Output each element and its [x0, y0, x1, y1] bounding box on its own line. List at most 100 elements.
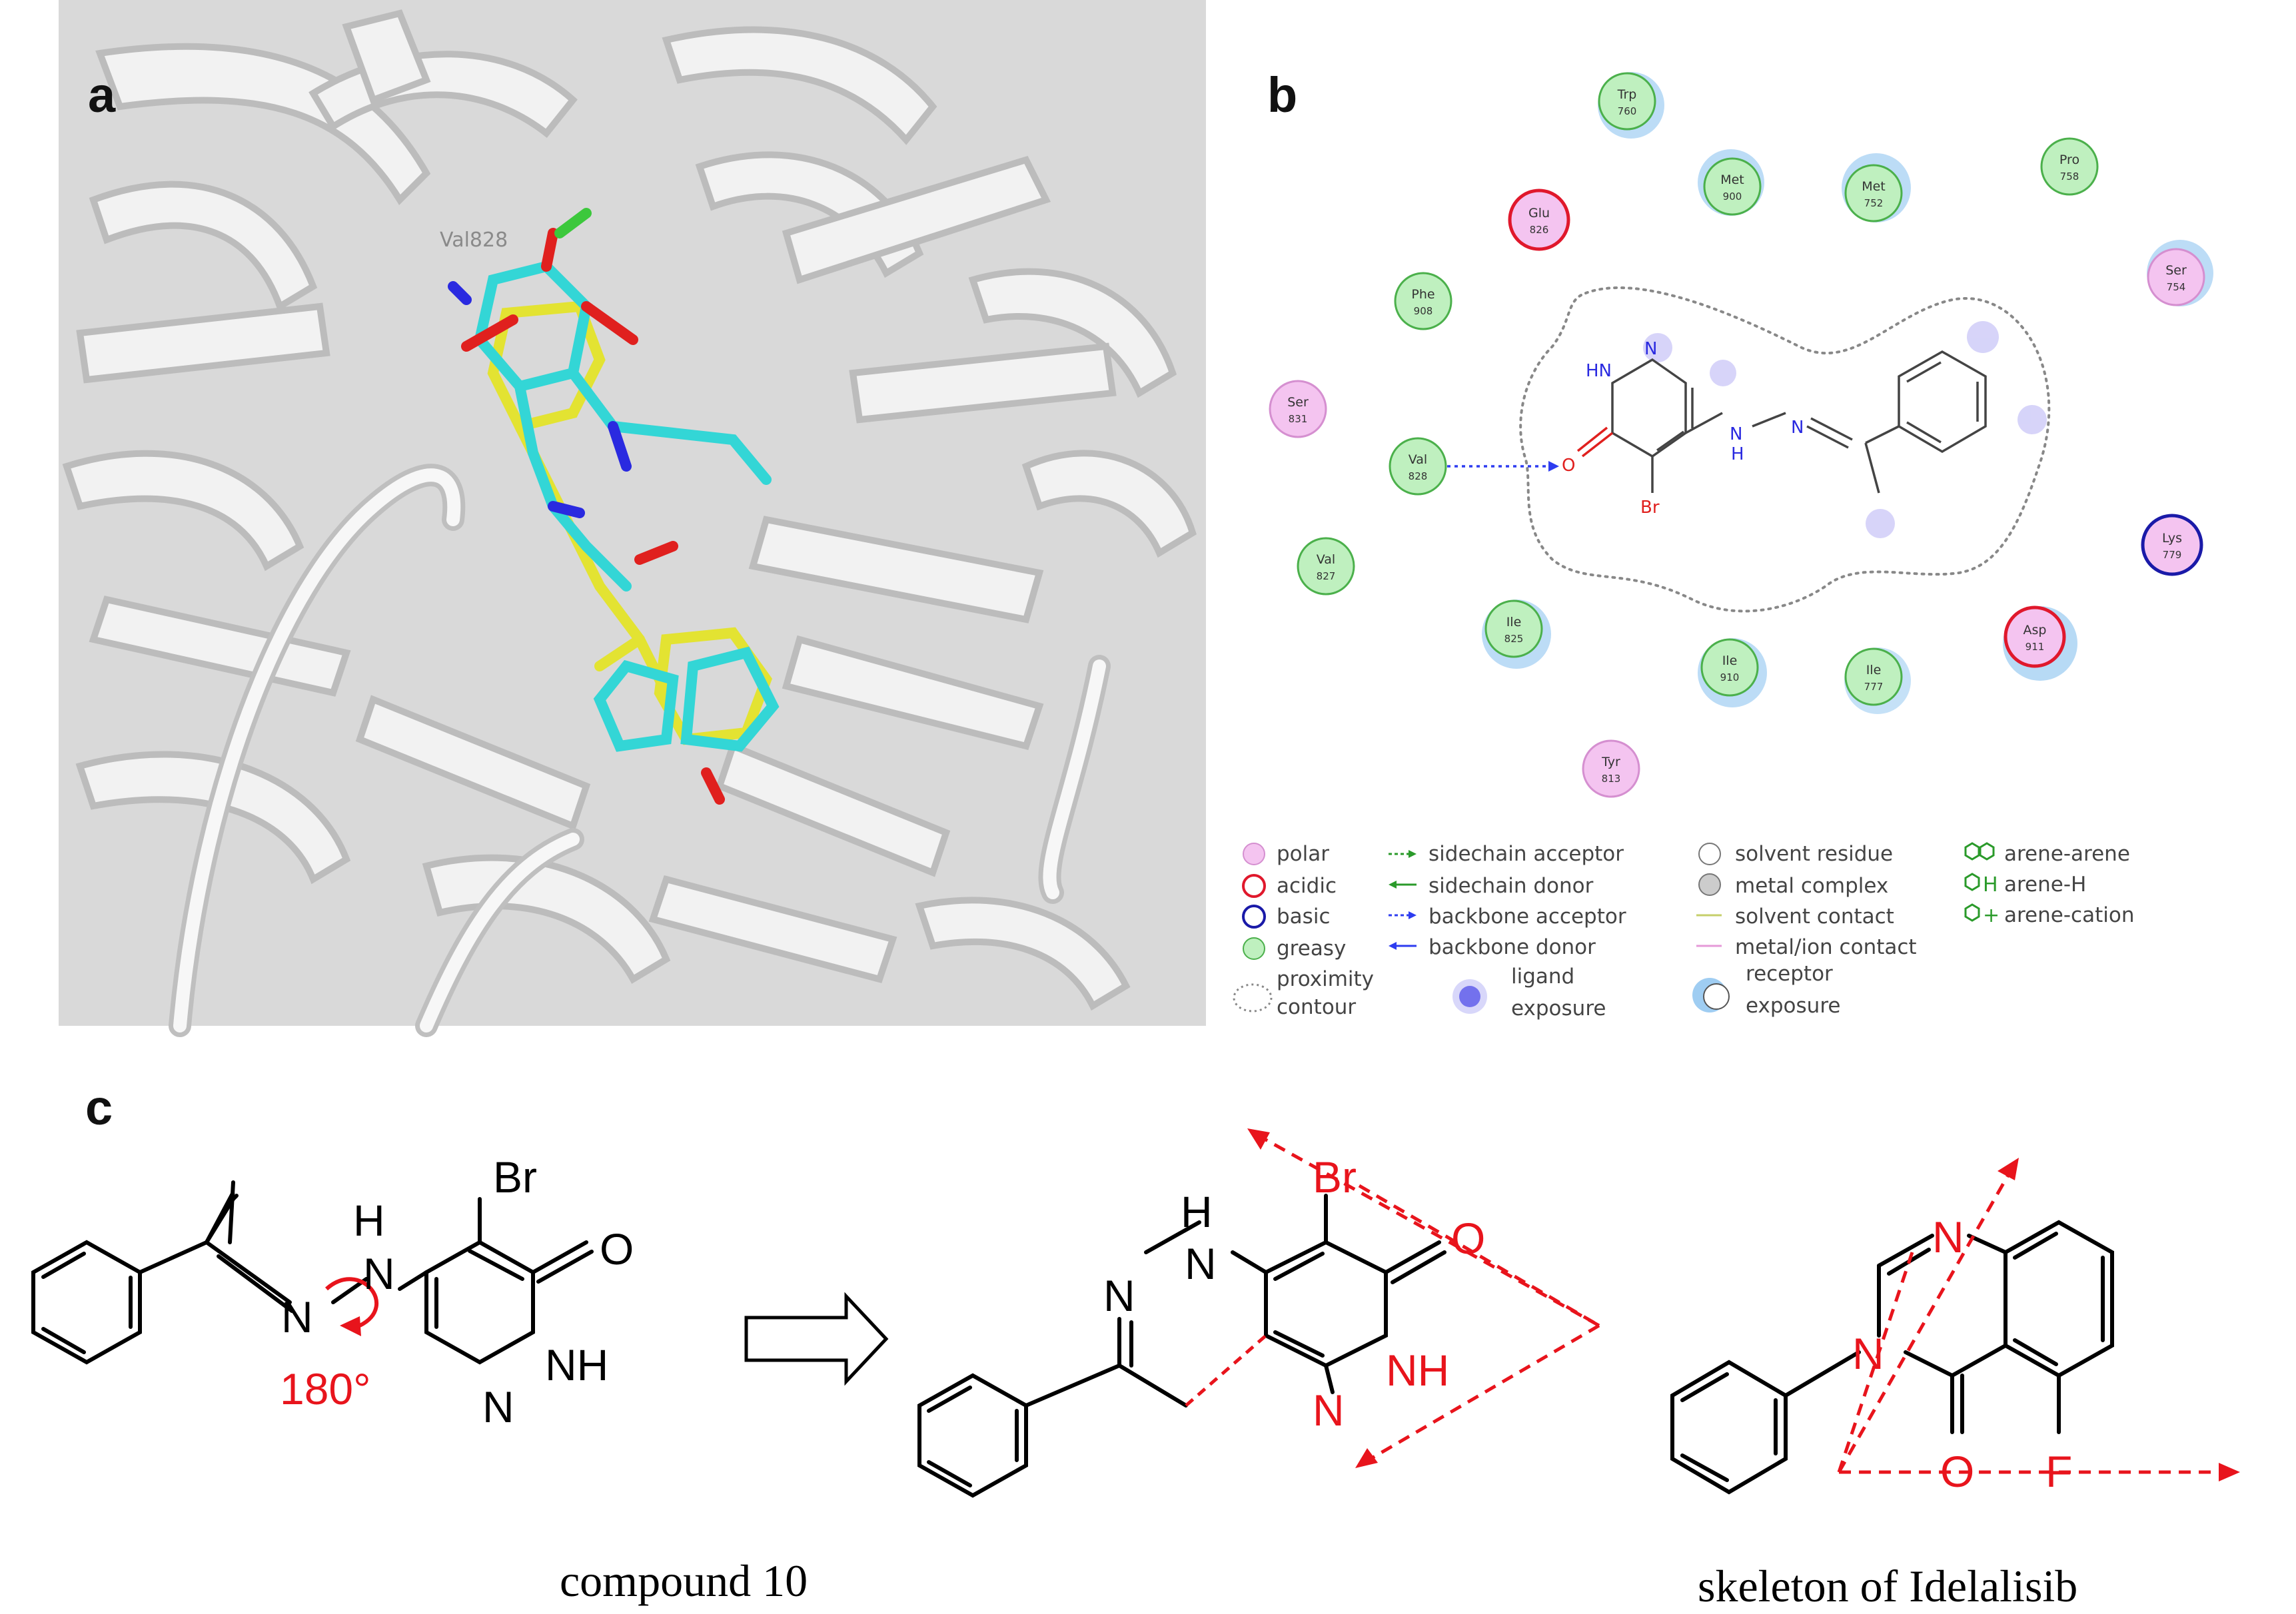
legend-swatch-polar	[1243, 843, 1265, 865]
residue-number: 813	[1602, 773, 1621, 785]
ligand-atom-labels: HN N O Br N N H	[1562, 339, 1804, 518]
legend-label: contour	[1277, 995, 1356, 1019]
heteroatom-sticks	[448, 208, 725, 805]
residue-number: 758	[2060, 171, 2079, 183]
residue-ile910: Ile 910	[1698, 638, 1767, 707]
legend-label: exposure	[1746, 994, 1840, 1018]
legend-swatch-acidic	[1242, 874, 1266, 898]
residue-name: Trp	[1617, 87, 1637, 102]
atom-n-hydrazone: N	[363, 1249, 395, 1298]
legend-swatch-proximity	[1233, 983, 1273, 1012]
ligand-atom-o: O	[1562, 456, 1575, 476]
residue-number: 826	[1530, 224, 1549, 236]
legend-arene-glyphs	[1964, 842, 1995, 922]
residue-val827: Val 827	[1297, 537, 1355, 596]
protein-coil-highlight	[173, 468, 1106, 1032]
pharmacophore-vectors-cyclized	[1251, 1130, 1600, 1467]
residue-label-val828: Val828	[440, 228, 508, 252]
legend-swatch-solvent-residue	[1698, 843, 1721, 865]
residue-number: 911	[2025, 641, 2045, 653]
ligand-atom-nh: N	[1730, 424, 1742, 444]
legend-label: backbone donor	[1429, 935, 1596, 959]
legend-label: basic	[1277, 905, 1330, 929]
rotation-angle-label: 180°	[280, 1364, 371, 1413]
atom-n: N	[482, 1382, 514, 1431]
vector-arrowhead	[1247, 1128, 1270, 1150]
residue-discs: Trp 760 Met 900 Met 752 Pro 758	[1269, 72, 2213, 798]
rotation-arrow-icon	[324, 1277, 379, 1336]
residue-name: Val	[1317, 552, 1335, 567]
vector-arrowhead	[2219, 1463, 2240, 1481]
residue-ser831: Ser 831	[1269, 380, 1327, 438]
residue-number: 831	[1289, 413, 1308, 425]
atom-br: Br	[493, 1152, 537, 1202]
panel-a: Val828 a	[59, 0, 1206, 1037]
legend-label: solvent contact	[1735, 905, 1894, 929]
ligand-atom-h: H	[1731, 444, 1744, 464]
residue-name: Lys	[2162, 531, 2182, 546]
cyclized-compound-atoms: H N N Br O NH N	[1103, 1152, 1485, 1435]
residue-ile777: Ile 777	[1844, 647, 1911, 714]
atom-o: O	[1451, 1214, 1485, 1263]
residue-number: 760	[1618, 105, 1637, 117]
residue-name: Ser	[2165, 263, 2187, 278]
legend-swatch-metal-complex	[1698, 873, 1721, 896]
legend-label: acidic	[1277, 874, 1337, 898]
compound-10-atoms: Br H N N O NH N 180°	[280, 1152, 634, 1431]
atom-h: H	[1181, 1187, 1213, 1236]
legend-swatch-basic	[1242, 905, 1266, 929]
backbone-acceptor-hbond	[1447, 461, 1559, 472]
ligand-exposure-blobs	[1643, 321, 2047, 538]
legend-glyph-h: H	[1983, 873, 1998, 897]
panel-label-c: c	[85, 1080, 113, 1135]
ligand-atom-n: N	[1644, 339, 1657, 359]
residue-name: Glu	[1528, 206, 1550, 220]
protein-ribbon-render	[62, 9, 1197, 1011]
residue-name: Tyr	[1601, 755, 1620, 769]
ligand-atom-n-imine: N	[1791, 418, 1804, 438]
legend-label: solvent residue	[1735, 842, 1893, 866]
vector-arrowhead	[1998, 1158, 2019, 1180]
atom-n: N	[1313, 1386, 1345, 1435]
legend-glyph-plus: +	[1983, 904, 2000, 927]
residue-asp911: Asp 911	[2003, 605, 2077, 681]
residue-ile825: Ile 825	[1482, 600, 1551, 669]
residue-val828: Val 828	[1389, 437, 1447, 496]
legend-label: metal/ion contact	[1735, 935, 1917, 959]
residue-trp760: Trp 760	[1598, 72, 1664, 139]
legend-label: proximity	[1277, 967, 1374, 991]
legend-label: exposure	[1511, 997, 1606, 1020]
panel-b: b	[1233, 67, 2213, 1020]
compound-10-structure	[31, 1180, 594, 1365]
residue-name: Ile	[1506, 615, 1522, 629]
residue-number: 825	[1504, 633, 1524, 645]
vector-arrowhead	[1355, 1448, 1378, 1468]
legend-label: backbone acceptor	[1429, 905, 1626, 929]
panel-label-b: b	[1267, 67, 1297, 123]
new-bond-dashed	[1185, 1334, 1267, 1407]
residue-glu826: Glu 826	[1508, 189, 1570, 251]
ligand-2d-structure	[1576, 350, 1987, 494]
residue-name: Asp	[2023, 623, 2047, 637]
residue-met752: Met 752	[1842, 153, 1911, 222]
legend-swatch-greasy	[1243, 937, 1265, 960]
residue-name: Ile	[1722, 653, 1738, 668]
atom-n: N	[1185, 1239, 1217, 1288]
legend-label: greasy	[1277, 937, 1346, 961]
panel-c: c	[31, 1080, 2240, 1611]
atom-o: O	[600, 1224, 634, 1274]
residue-tyr813: Tyr 813	[1582, 739, 1640, 798]
panel-label-a: a	[88, 67, 116, 123]
idelalisib-caption: skeleton of Idelalisib	[1698, 1561, 2077, 1611]
residue-number: 910	[1720, 671, 1740, 683]
residue-name: Ile	[1866, 663, 1882, 677]
legend-label: sidechain acceptor	[1429, 842, 1624, 866]
methyl-bond	[205, 1191, 235, 1244]
residue-ser754: Ser 754	[2147, 240, 2213, 306]
legend-label: receptor	[1746, 962, 1833, 986]
legend-label: polar	[1277, 842, 1329, 866]
proximity-contour	[1519, 286, 2051, 613]
residue-name: Met	[1862, 179, 1886, 194]
residue-number: 908	[1414, 305, 1433, 317]
